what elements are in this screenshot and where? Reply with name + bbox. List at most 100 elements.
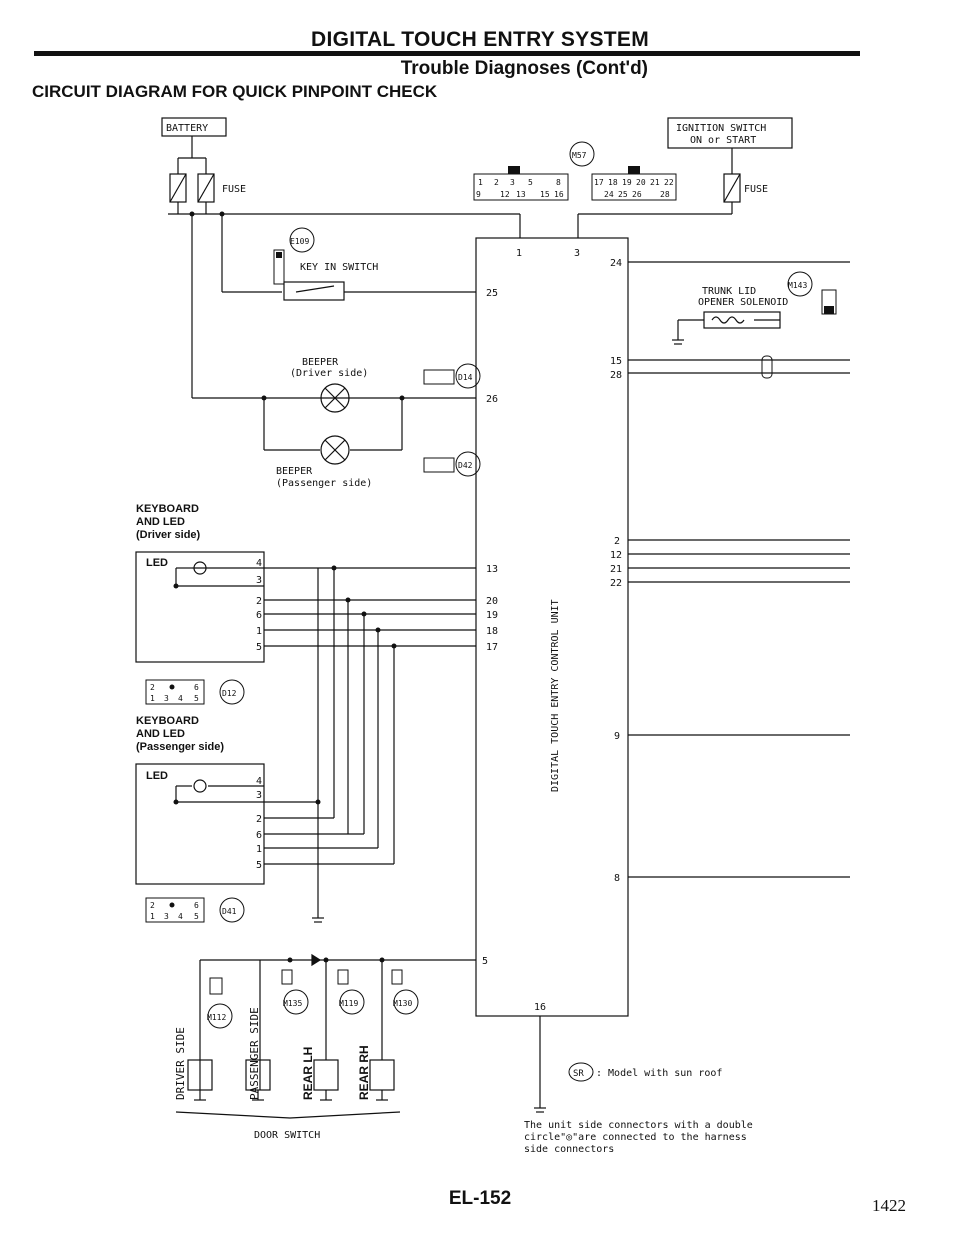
connector-m57b-top-4: 20: [636, 178, 646, 187]
kb-pass-pin-6: 6: [256, 830, 262, 841]
key-in-switch-label: KEY IN SWITCH: [300, 262, 378, 273]
kb-driver-pin-3: 3: [256, 575, 262, 586]
kb-pass-pin-2: 2: [256, 814, 262, 825]
keyboard-driver-side-label: (Driver side): [136, 529, 201, 541]
sr-legend: SR : Model with sun roof: [568, 1062, 722, 1082]
kb-connector-cell-bot-1: 1: [150, 694, 155, 703]
unit-pin-25: 25: [486, 288, 498, 299]
kb-connector-2-cell-top-2: 6: [194, 901, 199, 910]
connector-d41-id: D41: [222, 907, 237, 916]
connector-m57: M57 1 2 3 5 8 9 12 13 15 16 17 18 19 20 …: [473, 141, 677, 201]
connector-m57-id: M57: [572, 151, 587, 160]
unit-pin-24: 24: [610, 258, 622, 269]
unit-pin-26: 26: [486, 394, 498, 405]
unit-pin-9: 9: [614, 731, 620, 742]
unit-pin-5: 5: [482, 956, 488, 967]
connector-m57b-top-1: 17: [594, 178, 604, 187]
note-line-3: side connectors: [524, 1144, 614, 1155]
unit-pin-2: 2: [614, 536, 620, 547]
keyboard-driver-label: KEYBOARD: [136, 503, 199, 515]
connector-d41: 2 6 1 3 4 5 D41: [145, 897, 245, 923]
unit-pin-1: 1: [516, 248, 522, 259]
unit-pin-13: 13: [486, 564, 498, 575]
kb-pass-pin-5: 5: [256, 860, 262, 871]
ignition-switch-state: ON or START: [690, 135, 756, 146]
junction-dots: [173, 211, 405, 963]
rear-lh-door-label: REAR LH: [301, 1047, 315, 1100]
section-title: CIRCUIT DIAGRAM FOR QUICK PINPOINT CHECK: [32, 82, 438, 101]
unit-pin-16: 16: [534, 1002, 546, 1013]
connector-m57-top-1: 1: [478, 178, 483, 187]
kb-connector-2-cell-bot-2: 3: [164, 912, 169, 921]
connector-m57-bot-4: 15: [540, 190, 550, 199]
keyboard-driver-led-label: AND LED: [136, 516, 185, 528]
trunk-lid-label: TRUNK LID: [702, 286, 756, 297]
kb-connector-cell-bot-3: 4: [178, 694, 183, 703]
door-connectors: M112 M135 M119 M130: [207, 969, 419, 1029]
beeper-passenger-side-label: (Passenger side): [276, 478, 372, 489]
trunk-opener-solenoid-label: OPENER SOLENOID: [698, 297, 788, 308]
unit-pin-12: 12: [610, 550, 622, 561]
connector-m57-bot-2: 12: [500, 190, 510, 199]
kb-connector-2-cell-top-1: 2: [150, 901, 155, 910]
unit-pin-22: 22: [610, 578, 622, 589]
connector-d12: 2 6 1 3 4 5 D12: [145, 679, 245, 705]
door-switch-label: DOOR SWITCH: [254, 1130, 320, 1141]
connector-m57-top-3: 3: [510, 178, 515, 187]
wiring: [135, 117, 850, 1119]
battery-box: [161, 117, 227, 137]
connector-d12-id: D12: [222, 689, 237, 698]
keyboard-passenger-led-label: AND LED: [136, 728, 185, 740]
unit-pin-28: 28: [610, 370, 622, 381]
kb-driver-pin-5: 5: [256, 642, 262, 653]
beeper-driver-side-label: (Driver side): [290, 368, 368, 379]
sr-legend-text: : Model with sun roof: [596, 1068, 722, 1079]
connector-m57b-bot-2: 25: [618, 190, 628, 199]
rear-rh-door-label: REAR RH: [357, 1045, 371, 1100]
page-code: EL-152: [448, 1188, 512, 1209]
keyboard-passenger-label: KEYBOARD: [136, 715, 199, 727]
fuse-label-right: FUSE: [744, 184, 768, 195]
unit-pin-18: 18: [486, 626, 498, 637]
passenger-side-door-label: PASSENGER SIDE: [248, 1007, 261, 1100]
connector-e109-id: E109: [290, 237, 309, 246]
connector-m143-id: M143: [788, 281, 807, 290]
connector-d14: D14: [423, 363, 481, 389]
kb-connector-cell-bot-2: 3: [164, 694, 169, 703]
control-unit-label: DIGITAL TOUCH ENTRY CONTROL UNIT: [550, 599, 561, 792]
unit-pin-15: 15: [610, 356, 622, 367]
connector-e109: E109: [273, 227, 315, 285]
kb-driver-pin-2: 2: [256, 596, 262, 607]
driver-side-door-label: DRIVER SIDE: [174, 1027, 187, 1100]
kb-driver-pin-1: 1: [256, 626, 262, 637]
note-line-1: The unit side connectors with a double: [524, 1120, 753, 1131]
unit-pin-8: 8: [614, 873, 620, 884]
kb-connector-2-cell-bot-3: 4: [178, 912, 183, 921]
connector-m119-id: M119: [339, 999, 358, 1008]
sr-legend-symbol: SR: [573, 1069, 584, 1079]
kb-connector-cell-bot-4: 5: [194, 694, 199, 703]
fuse-label-left: FUSE: [222, 184, 246, 195]
page-header-subtitle: Trouble Diagnoses (Cont'd): [400, 58, 648, 79]
page-number: 1422: [872, 1196, 906, 1215]
page-header-title: DIGITAL TOUCH ENTRY SYSTEM: [311, 28, 649, 51]
kb-connector-cell-top-1: 2: [150, 683, 155, 692]
keyboard-passenger-side-label: (Passenger side): [136, 741, 224, 753]
kb-driver-pin-4: 4: [256, 558, 262, 569]
unit-pin-19: 19: [486, 610, 498, 621]
kb-pass-pin-3: 3: [256, 790, 262, 801]
connector-m57b-top-5: 21: [650, 178, 660, 187]
kb-connector-2-cell-bot-4: 5: [194, 912, 199, 921]
kb-pass-pin-1: 1: [256, 844, 262, 855]
connector-m57b-bot-1: 24: [604, 190, 614, 199]
connector-m57-top-2: 2: [494, 178, 499, 187]
beeper-passenger-label: BEEPER: [276, 466, 313, 477]
unit-pin-21: 21: [610, 564, 622, 575]
connector-d14-id: D14: [458, 373, 473, 382]
kb-driver-pin-6: 6: [256, 610, 262, 621]
connector-m135-id: M135: [283, 999, 302, 1008]
kb-pass-pin-4: 4: [256, 776, 262, 787]
keyboard-passenger-led: LED: [146, 770, 168, 782]
header-rule: [34, 51, 860, 56]
unit-pin-3: 3: [574, 248, 580, 259]
